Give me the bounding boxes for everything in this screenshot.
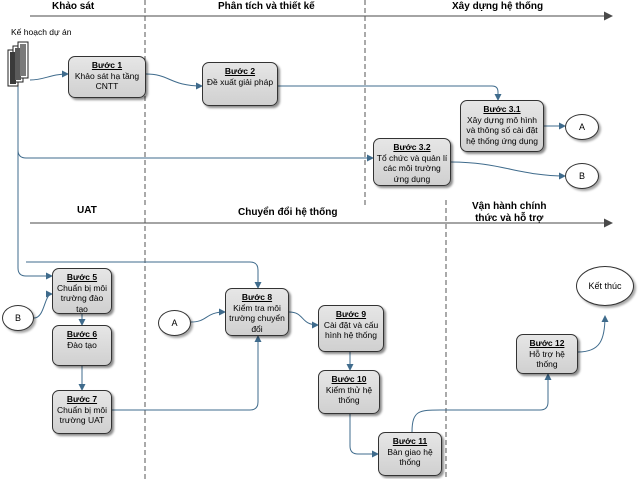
phase-label-xay-dung: Xây dựng hệ thống [452,1,544,12]
step-1-box[interactable]: Bước 1 Khảo sát hạ tầng CNTT [68,56,146,98]
step-6-title: Bước 6 [66,329,98,339]
step-5-desc: Chuẩn bị môi trường đào tạo [56,282,108,314]
flow-step32-b [450,161,566,180]
phase-label-phan-tich: Phân tích và thiết kế [218,1,315,12]
step-8-box[interactable]: Bước 8 Kiểm tra môi trường chuyển đổi [225,288,289,336]
step-9-title: Bước 9 [335,309,367,319]
document-stack-icon [7,41,29,87]
step-3-1-desc: Xây dựng mô hình và thông số cài đặt hệ … [466,114,538,146]
phase-label-khao-sat: Khảo sát [52,1,95,12]
flow-b-step5 [33,290,53,319]
step-10-box[interactable]: Bước 10 Kiểm thử hệ thống [318,370,380,414]
flow-step1-step2 [145,73,203,90]
step-3-2-desc: Tổ chức và quản lí các môi trường ứng dụ… [376,152,448,184]
step-12-title: Bước 12 [529,338,565,348]
flow-step8-step9 [288,311,319,329]
step-2-box[interactable]: Bước 2 Đề xuất giải pháp [202,62,278,106]
step-9-desc: Cài đặt và cấu hình hệ thống [323,319,379,341]
step-1-title: Bước 1 [91,60,123,70]
step-2-title: Bước 2 [224,66,256,76]
step-11-desc: Bàn giao hệ thống [387,446,433,468]
phase-label-van-hanh: Vận hành chính thức và hỗ trợ [472,201,546,225]
step-12-box[interactable]: Bước 12 Hỗ trợ hệ thống [516,334,578,374]
phase-label-van-hanh-line2: thức và hỗ trợ [475,213,544,224]
step-12-desc: Hỗ trợ hệ thống [529,348,565,370]
flow-split-step8 [26,261,262,289]
step-3-1-box[interactable]: Bước 3.1 Xây dựng mô hình và thông số cà… [460,100,544,152]
step-2-desc: Đề xuất giải pháp [206,76,274,87]
step-8-title: Bước 8 [241,292,273,302]
connector-a-top[interactable]: A [565,114,599,140]
step-3-2-title: Bước 3.2 [393,142,431,152]
step-10-desc: Kiểm thử hệ thống [325,384,373,406]
connector-b-left[interactable]: B [2,305,34,331]
end-node[interactable]: Kết thúc [576,266,634,306]
flow-step10-step11 [349,414,379,458]
step-11-box[interactable]: Bước 11 Bàn giao hệ thống [378,432,442,476]
flow-step7-step8 [111,335,262,411]
step-7-desc: Chuẩn bị môi trường UAT [56,404,108,426]
step-7-title: Bước 7 [66,394,98,404]
phase-label-uat: UAT [77,205,97,216]
step-3-1-title: Bước 3.1 [483,104,521,114]
connector-b-top[interactable]: B [565,163,599,189]
step-10-title: Bước 10 [331,374,367,384]
flow-step2-step31 [278,85,502,101]
step-1-desc: Khảo sát hạ tầng CNTT [74,70,140,92]
flow-doc-step1 [29,70,69,81]
phase-label-chuyen-doi: Chuyển đổi hệ thống [238,207,338,218]
project-plan-label: Kế hoạch dự án [11,27,72,37]
step-6-desc: Đào tạo [67,339,97,350]
connector-a-mid[interactable]: A [158,310,191,336]
flow-step11-step12 [411,373,552,433]
phase-label-van-hanh-line1: Vận hành chính [472,201,547,212]
step-6-box[interactable]: Bước 6 Đào tạo [52,325,112,366]
flow-step12-end [577,315,609,353]
flow-a-step8 [190,308,226,323]
step-9-box[interactable]: Bước 9 Cài đặt và cấu hình hệ thống [318,305,384,352]
step-5-title: Bước 5 [66,272,98,282]
step-7-box[interactable]: Bước 7 Chuẩn bị môi trường UAT [52,390,112,434]
flow-doc-step5 [17,150,53,280]
step-11-title: Bước 11 [392,436,428,446]
step-5-box[interactable]: Bước 5 Chuẩn bị môi trường đào tạo [52,268,112,314]
step-3-2-box[interactable]: Bước 3.2 Tổ chức và quản lí các môi trườ… [373,138,451,186]
step-8-desc: Kiểm tra môi trường chuyển đổi [229,302,285,334]
